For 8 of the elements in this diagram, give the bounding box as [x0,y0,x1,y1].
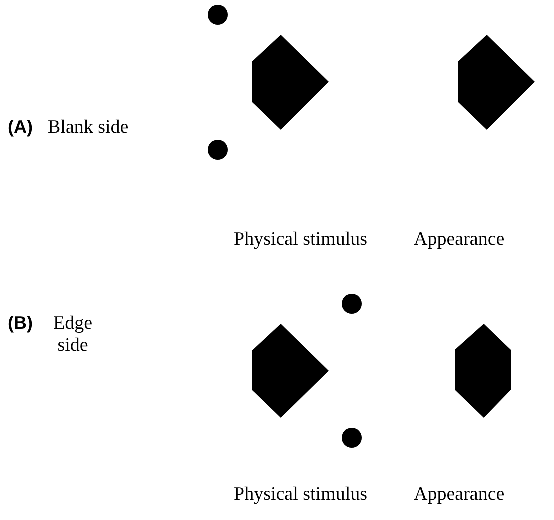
panel-label: (B) [8,313,33,334]
appearance-caption: Appearance [414,229,505,251]
panel-label: (A) [8,117,33,138]
stimulus-caption: Physical stimulus [234,484,368,506]
appearance-caption: Appearance [414,484,505,506]
condition-label: Blank side [48,117,129,139]
stimulus-caption: Physical stimulus [234,229,368,251]
condition-label: Edge side [52,313,94,357]
